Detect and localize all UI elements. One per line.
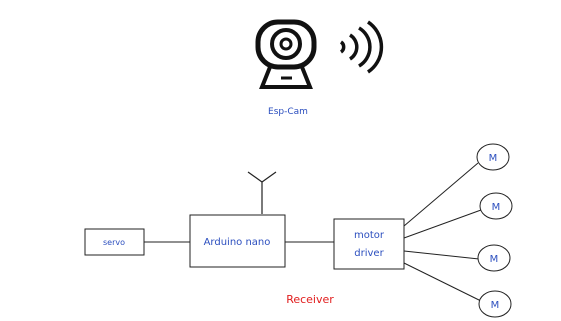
wireless-camera-icon <box>255 19 384 89</box>
motor-4-label: M <box>491 300 500 311</box>
motor-1-circle <box>476 143 510 171</box>
arduino-nano-label: Arduino nano <box>204 237 271 248</box>
servo-label: servo <box>103 238 125 247</box>
wires <box>144 162 482 302</box>
motor-3-label: M <box>490 254 499 265</box>
motor-3-circle <box>477 244 511 272</box>
motor-1-label: M <box>489 153 498 164</box>
motor-2-circle <box>479 192 513 220</box>
motor-4-circle <box>478 290 512 318</box>
motor-driver-label-line1: motor <box>354 230 385 241</box>
servo-block <box>84 228 145 256</box>
motor-driver-block <box>333 218 405 270</box>
receiver-caption: Receiver <box>286 293 334 306</box>
motor-2-label: M <box>492 202 501 213</box>
antenna-icon <box>247 171 277 214</box>
motor-driver-label-line2: driver <box>354 248 384 259</box>
arduino-nano-block <box>189 214 286 268</box>
esp-cam-label: Esp-Cam <box>268 107 308 117</box>
